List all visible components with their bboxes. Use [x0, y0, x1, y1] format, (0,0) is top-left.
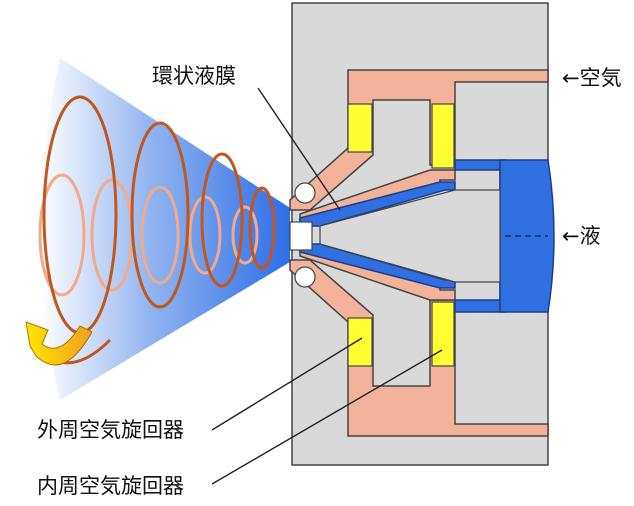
swirl-helix: [38, 95, 276, 365]
swirl-arrow-icon: [25, 321, 93, 366]
label-liquid-inlet: ←液: [562, 224, 601, 248]
label-annular-film: 環状液膜: [152, 64, 236, 88]
leader-lines: [211, 87, 443, 485]
swirlers: [347, 103, 455, 367]
nozzle-tip: [289, 182, 316, 288]
label-inner-swirler: 内周空気旋回器: [37, 474, 184, 498]
label-air-inlet: ←空気: [562, 66, 622, 90]
label-outer-swirler: 外周空気旋回器: [37, 418, 184, 442]
spray-cone: [40, 58, 290, 400]
center-core: [319, 189, 501, 283]
